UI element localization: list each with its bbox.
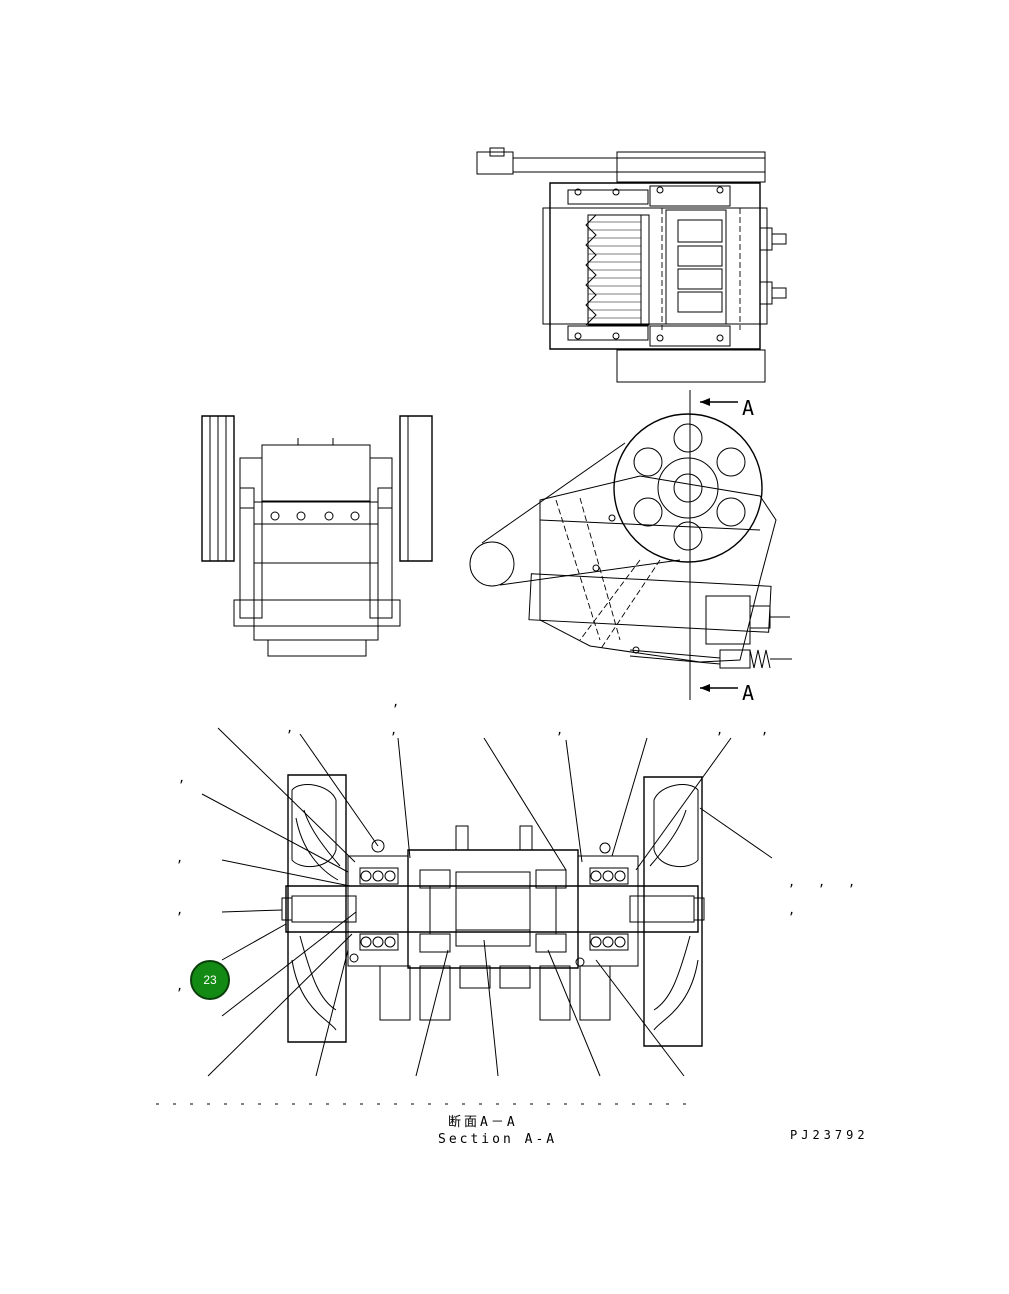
svg-text:,: , bbox=[176, 903, 183, 917]
svg-text:,: , bbox=[392, 695, 399, 709]
svg-text:,: , bbox=[788, 903, 795, 917]
section-marker-top: A bbox=[742, 396, 756, 420]
section-a-a bbox=[282, 775, 704, 1046]
top-view bbox=[477, 148, 786, 382]
svg-text:,: , bbox=[390, 723, 397, 737]
left-bearing bbox=[360, 868, 398, 950]
svg-text:,: , bbox=[286, 721, 293, 735]
label-remnants: , , , , , , , , , , , , , , bbox=[156, 695, 855, 1104]
svg-text:,: , bbox=[178, 771, 185, 785]
callout-number: 23 bbox=[203, 973, 217, 987]
callout-badge-23[interactable]: 23 bbox=[191, 961, 229, 999]
leader-lines bbox=[202, 728, 772, 1076]
right-bearing bbox=[590, 868, 628, 950]
svg-text:,: , bbox=[848, 875, 855, 889]
svg-text:,: , bbox=[176, 979, 183, 993]
svg-text:,: , bbox=[176, 851, 183, 865]
svg-text:,: , bbox=[788, 875, 795, 889]
drawing-code: PJ23792 bbox=[790, 1128, 869, 1142]
section-marker-bottom: A bbox=[742, 681, 756, 705]
svg-text:,: , bbox=[716, 723, 723, 737]
section-caption-jp: 断面A－A bbox=[448, 1115, 518, 1130]
section-caption-en: Section A-A bbox=[438, 1132, 557, 1147]
front-view bbox=[202, 416, 432, 656]
svg-text:,: , bbox=[556, 723, 563, 737]
svg-text:,: , bbox=[761, 723, 768, 737]
svg-text:,: , bbox=[818, 875, 825, 889]
side-view: A A bbox=[470, 390, 792, 705]
